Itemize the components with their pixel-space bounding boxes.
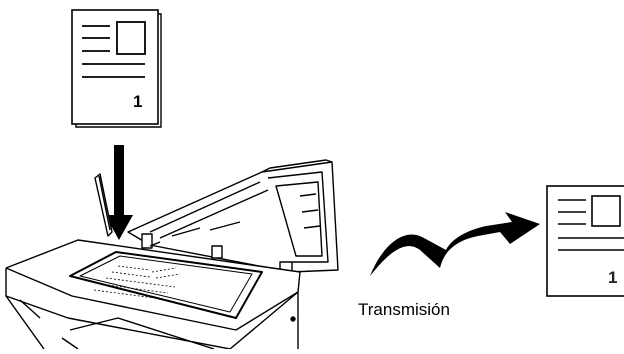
scanner-machine [6,160,338,349]
transmission-label: Transmisión [358,300,450,320]
transmission-arrow-icon [370,212,540,276]
received-document-page-number: 1 [608,268,617,288]
original-document [72,10,161,127]
original-document-page-number: 1 [133,92,142,112]
